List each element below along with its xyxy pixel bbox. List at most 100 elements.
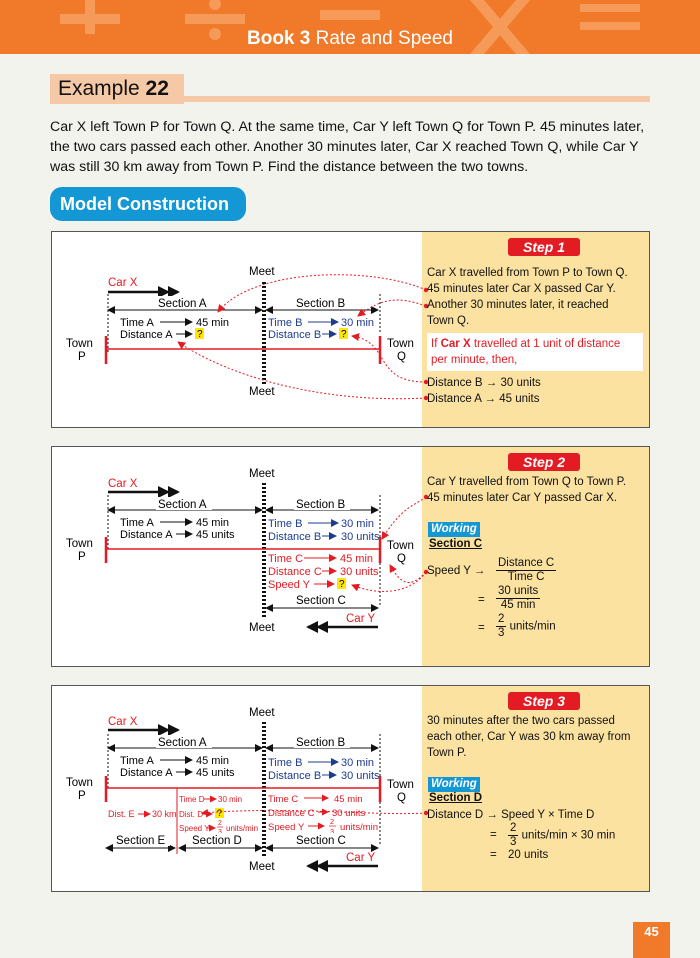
step1-box: Car X Meet Meet Section A Section B Time… [51,231,650,428]
example-label: Example [58,77,140,100]
town-q-label-2: Q [397,351,406,363]
diagram-path-mark [389,564,427,583]
time-c-label: Time C [268,794,298,805]
diagram-rect-mark [339,328,348,339]
step3-answer: 20 units [508,849,549,861]
diagram-polygon-mark [168,486,180,498]
distance-a-value: 45 units [196,529,235,541]
diagram-polygon-mark [168,286,180,298]
distance-b-value: 30 units [341,770,380,782]
distance-a-label: Distance A [120,767,173,779]
diagram-circle-mark [423,569,429,575]
diagram-rect-mark [294,296,350,309]
time-d-label: Time D [179,795,205,804]
distance-a-value: 45 units [196,767,235,779]
speed-y-c-den: 3 [330,827,334,836]
step1-model-diagram: Car X Meet Meet Section A Section B Time… [66,266,429,401]
frac3-den: 3 [498,627,505,639]
section-b-label: Section B [296,737,346,749]
time-d-value: 30 min [218,795,242,804]
diagram-rect-mark [580,4,640,12]
town-p-label-2: P [78,790,86,802]
time-b-value: 30 min [341,518,374,530]
step2-explanation-panel [422,447,649,666]
diagram-rect-mark [156,296,212,309]
step2-badge: Step 2 [508,453,580,471]
page-number: 45 [633,922,670,958]
note-line-2: per minute, then, [431,354,518,366]
distance-c-value: 30 units [332,808,366,819]
step1-line-1: Car X travelled from Town P to Town Q. [427,267,628,279]
diagram-path-mark [201,809,427,817]
step1-explanation-panel [422,232,649,427]
diagram-rect-mark [580,22,640,30]
step3-badge: Step 3 [508,692,580,710]
distance-b-label: Distance B [268,329,321,341]
section-a-label: Section A [158,737,207,749]
town-q-label-1: Town [387,779,414,791]
question-text: Car X left Town P for Town Q. At the sam… [50,119,645,175]
dist-d-unknown: ? [217,808,222,818]
step2-model-diagram: Car X Meet Meet Section A Section B Time… [66,468,429,634]
town-q-label-1: Town [387,338,414,350]
book-label: Book 3 [247,28,311,49]
speed-y-d-label: Speed Y [179,824,210,833]
time-b-label: Time B [268,317,302,329]
car-y-label: Car Y [346,613,376,625]
frac2-num: 30 units [496,585,541,599]
diagram-path-mark [351,333,427,383]
speed-y-c-label: Speed Y [268,822,305,833]
time-b-label: Time B [268,757,302,769]
car-y-label: Car Y [346,852,376,864]
diagram-path-mark [357,299,427,317]
diagram-rect-mark [320,10,380,20]
step1-line-3: Another 30 minutes later, it reached [427,299,609,311]
step3-line-3: Town P. [427,747,467,759]
town-p-label-1: Town [66,338,93,350]
time-b-value: 30 min [341,757,374,769]
example-heading: Example 22 [50,74,650,104]
distance-b-label: Distance B [268,531,321,543]
time-c-value: 45 min [340,553,373,565]
town-q-label-2: Q [397,792,406,804]
time-a-label: Time A [120,755,154,767]
dist-e-label: Dist. E [108,809,135,819]
section-e-label: Section E [116,835,166,847]
diagram-polygon-mark [316,860,328,872]
section-b-label: Section B [296,499,346,511]
step2-section-c: Section C [429,538,483,550]
diagram-polygon-mark [158,724,170,736]
diagram-circle-mark [423,494,429,500]
meet-label-top: Meet [249,266,275,278]
step2-line-2: 45 minutes later Car Y passed Car X. [427,492,618,504]
step3-frac-den: 3 [510,836,517,848]
diagram-path-mark [177,341,427,400]
example-tag: Example 22 [50,74,184,104]
car-x-label: Car X [108,478,138,490]
town-p-label-2: P [78,551,86,563]
frac1-num: Distance C [496,557,557,571]
diagram-polygon-mark [470,0,530,54]
step1-result-1: Distance B → 30 units [427,377,541,389]
speed-y-c-unit: units/min [340,822,378,833]
time-b-value: 30 min [341,317,374,329]
note-prefix: If [431,338,441,350]
meet-label-bottom: Meet [249,386,275,398]
note-rest: travelled at 1 unit of distance [470,338,621,350]
diagram-circle-mark [209,0,221,10]
diagram-polygon-mark [168,724,180,736]
dist-d-label: Dist. D [179,810,203,819]
meet-label-top: Meet [249,468,275,480]
step2-working-tag: Working [428,522,480,537]
diagram-circle-mark [209,28,221,40]
meet-label-bottom: Meet [249,622,275,634]
header-banner: Book 3 Rate and Speed [0,0,700,54]
diagram-rect-mark [294,593,350,606]
example-number: 22 [145,77,169,100]
diagram-circle-mark [423,379,429,385]
diagram-polygon-mark [158,486,170,498]
diagram-rect-mark [85,0,95,34]
time-a-value: 45 min [196,755,229,767]
